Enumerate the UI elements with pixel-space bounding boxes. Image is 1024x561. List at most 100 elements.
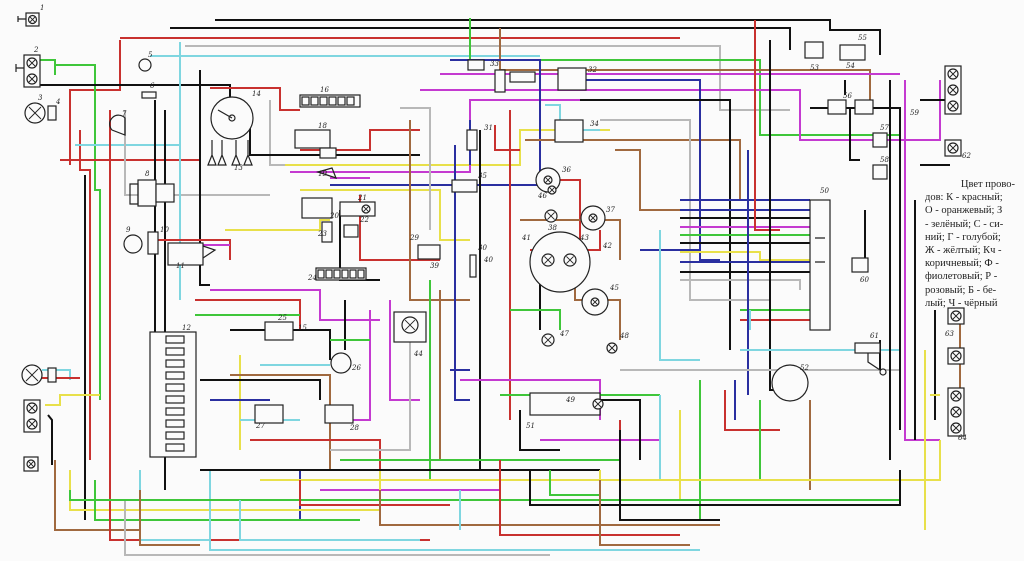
component-number-label: 52 [800,364,809,372]
connector-panel-51 [529,392,601,416]
switch-53 [804,41,824,59]
wire [200,379,321,400]
switch-58 [872,164,888,180]
relay-27 [254,404,284,424]
wire [215,19,881,55]
wire [45,394,100,406]
generator-8 [137,179,157,207]
component-number-label: 53 [810,64,819,72]
spark-plug-icon [207,140,217,166]
legend-line: фиолетовый; Р - [925,271,998,283]
lamp-filament-icon [29,16,36,23]
relay-22 [343,224,359,238]
component-number-label: 5 [148,51,153,59]
wire [170,27,791,50]
lamp-filament-icon [952,424,960,432]
lamp-filament-icon [545,177,551,183]
connector-divider [815,237,825,263]
component-number-label: 57 [880,124,889,132]
component-number-label: 9 [126,226,131,234]
component-number-label: 34 [590,120,599,128]
terminal [337,96,346,106]
wire [124,500,550,556]
wire [290,99,590,173]
wire [40,84,231,105]
component-number-label: 24 [307,274,317,282]
wire-color-legend: Цвет прово-дов: К - красный;О - оранжевы… [925,178,1015,310]
switch-31 [554,119,584,143]
lamp-filament-icon [547,212,555,220]
component-number-label: 13 [234,164,243,172]
component-number-label: 14 [252,90,261,98]
relay-56b [854,99,874,115]
component-number-label: 8 [145,170,150,178]
terminal [346,96,355,106]
lamp-filament-icon [949,144,957,152]
terminal [328,96,337,106]
wire [680,251,810,261]
gauge-cluster-43 [529,231,591,293]
lamp-filament-icon [363,206,369,212]
terminal [317,269,325,279]
terminal [333,269,341,279]
component-number-label: 3 [38,94,43,102]
relay-28 [324,404,354,424]
sensor-float [879,368,887,376]
component-number-label: 51 [526,422,535,430]
wire [580,99,731,350]
legend-line: - зелёный; С - си- [925,218,1004,230]
motor-26 [330,352,352,374]
starter-11 [167,242,204,266]
component-number-label: 39 [430,262,439,270]
terminal [325,269,333,279]
regulator-10 [147,231,159,255]
component-number-label: 48 [619,332,629,340]
wire [849,108,860,161]
lamp-filament-icon [608,344,616,352]
relay-contact [319,147,337,159]
lamp-filament-icon [952,352,960,360]
wire [210,289,380,321]
fuse-40 [469,254,477,278]
component-number-label: 41 [521,234,531,242]
component-number-label: 7 [122,110,127,118]
switch-57 [872,132,888,148]
lamp-filament-icon [404,319,416,331]
wire [139,490,200,546]
component-number-label: 10 [160,226,169,234]
component-number-label: 1 [40,4,44,12]
wire [139,470,210,541]
wiper-linkage [509,71,536,83]
lamp-filament-icon [952,312,960,320]
switch-20 [301,197,333,219]
wire [55,64,101,400]
component-number-label: 49 [565,396,575,404]
component-number-label: 31 [484,124,493,132]
lamp-filament-icon [544,256,552,264]
component-number-label: 44 [413,350,423,358]
spark-plug-icon [231,140,241,166]
component-number-label: 18 [318,122,327,130]
terminal [319,96,328,106]
wire [619,430,720,521]
starter-tip-icon [202,245,217,259]
fuse [165,383,185,392]
wire [94,480,360,521]
wire [209,470,700,551]
switch-55 [839,44,866,61]
lamp-filament-icon [28,75,36,83]
lamp-filament-icon [566,256,574,264]
component-number-label: 32 [588,66,597,74]
wire [479,130,520,471]
component-number-label: 11 [176,262,185,270]
component-number-label: 12 [182,324,191,332]
wire [199,70,210,286]
component-number-label: 46 [537,192,547,200]
wire [299,480,450,506]
component-number-label: 27 [255,422,265,430]
legend-line: розовый; Б - бе- [925,284,997,296]
ground-symbol [15,64,24,72]
terminal [357,269,365,279]
horn-round-7 [109,114,126,136]
wire [754,20,780,231]
